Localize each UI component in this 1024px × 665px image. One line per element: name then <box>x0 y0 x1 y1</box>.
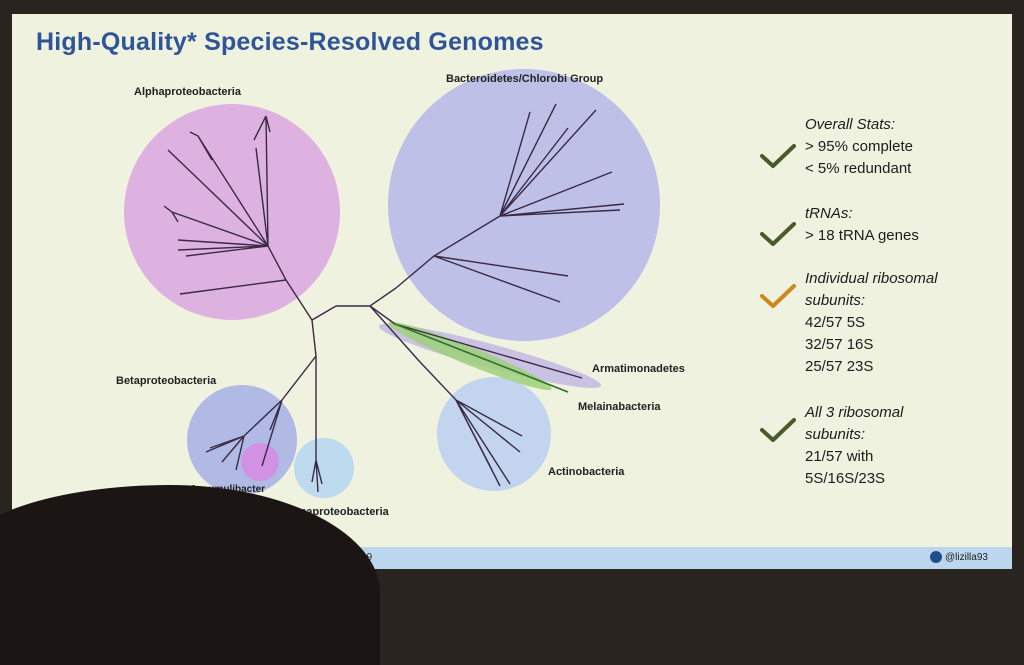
group-circle-gammaproteobacteria <box>294 438 354 498</box>
label-bacteroidetes: Bacteroidetes/Chlorobi Group <box>446 73 604 85</box>
phylogenetic-tree <box>124 69 660 498</box>
slide-photo: High-Quality* Species-Resolved Genomes <box>0 14 1012 665</box>
stat-all-line-1: 21/57 with <box>805 448 874 465</box>
twitter-handle: @lizilla93 <box>930 551 988 563</box>
melainabacteria-branch <box>394 323 569 393</box>
label-betaproteobacteria: Betaproteobacteria <box>116 375 217 387</box>
stat-individual-head: Individual ribosomal <box>805 270 938 287</box>
check-icon <box>760 144 796 168</box>
label-melainabacteria: Melainabacteria <box>578 401 661 413</box>
check-icon <box>760 284 796 308</box>
stat-trnas-line-1: > 18 tRNA genes <box>805 227 919 244</box>
tree-branches-actinobacteria <box>419 361 523 487</box>
check-icon <box>760 418 796 442</box>
stat-overall-head: Overall Stats: <box>805 116 896 133</box>
tree-backbone <box>281 279 421 460</box>
twitter-handle-text: @lizilla93 <box>945 551 988 563</box>
tree-branches-alphaproteobacteria <box>163 115 287 295</box>
stat-all-head: All 3 ribosomal <box>805 404 904 421</box>
group-ellipse-melainabacteria <box>388 321 552 391</box>
slide-title: High-Quality* Species-Resolved Genomes <box>36 28 544 56</box>
label-armatimonadetes: Armatimonadetes <box>592 363 685 375</box>
stat-all-head-2: subunits: <box>805 426 866 443</box>
stat-trnas-head: tRNAs: <box>805 205 853 222</box>
stat-individual-head-2: subunits: <box>805 292 866 309</box>
stat-overall-line-2: < 5% redundant <box>805 160 912 177</box>
label-actinobacteria: Actinobacteria <box>548 466 625 478</box>
stat-overall: Overall Stats: > 95% complete < 5% redun… <box>805 114 913 180</box>
stat-individual-line-1: 42/57 5S <box>805 314 866 331</box>
stat-overall-line-1: > 95% complete <box>805 138 913 155</box>
stat-individual-ribosomal: Individual ribosomal subunits: 42/57 5S … <box>805 268 938 378</box>
stat-individual-line-2: 32/57 16S <box>805 336 874 353</box>
tree-branches-betaproteobacteria <box>205 399 283 471</box>
group-circle-bacteroidetes <box>388 69 660 341</box>
tree-branches-gammaproteobacteria <box>311 459 323 493</box>
tree-branches-bacteroidetes <box>395 103 625 303</box>
stat-all-line-2: 5S/16S/23S <box>805 470 886 487</box>
stat-individual-line-3: 25/57 23S <box>805 358 874 375</box>
label-alphaproteobacteria: Alphaproteobacteria <box>134 86 241 98</box>
stat-all-ribosomal: All 3 ribosomal subunits: 21/57 with 5S/… <box>805 402 903 490</box>
check-icon <box>760 222 796 246</box>
twitter-icon <box>930 551 942 563</box>
group-circle-accumulibacter <box>241 443 279 481</box>
stat-trnas: tRNAs: > 18 tRNA genes <box>805 203 919 247</box>
